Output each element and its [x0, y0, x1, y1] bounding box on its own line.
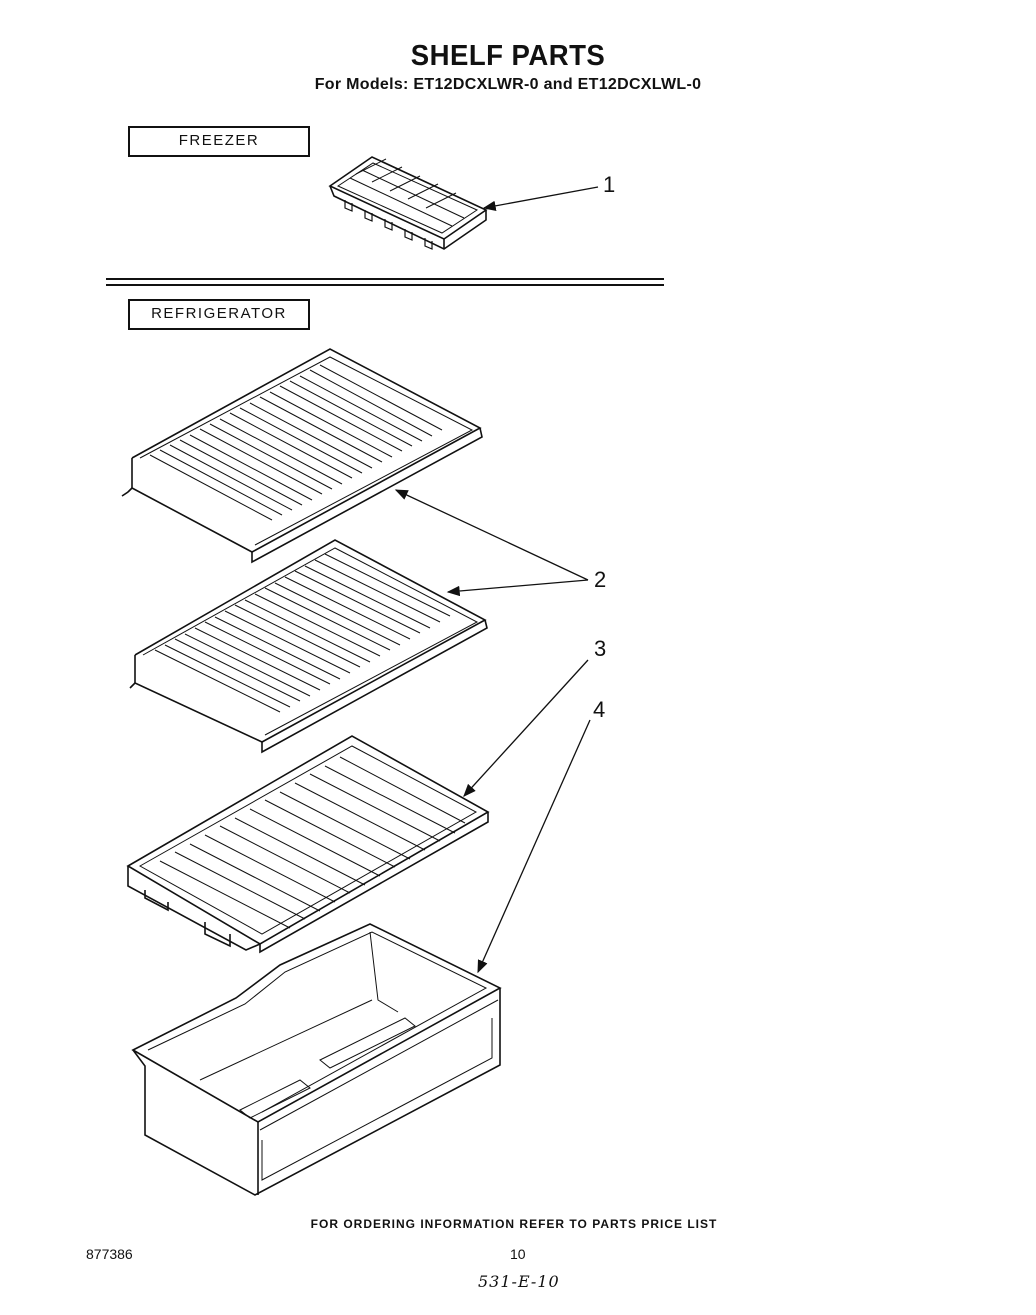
ordering-note: FOR ORDERING INFORMATION REFER TO PARTS … [310, 1217, 718, 1231]
callout-3: 3 [594, 636, 607, 661]
page-number: 10 [510, 1246, 526, 1262]
callout-1: 1 [603, 172, 616, 197]
crisper-pan [131, 923, 502, 1196]
refrigerator-section-label: REFRIGERATOR [128, 299, 310, 330]
page-title: SHELF PARTS [410, 40, 606, 72]
crisper-cover [126, 735, 490, 954]
handwritten-code: 531-E-10 [478, 1272, 560, 1291]
section-divider-top [106, 278, 664, 280]
section-divider-bottom [106, 284, 664, 286]
models-subtitle: For Models: ET12DCXLWR-0 and ET12DCXLWL-… [314, 76, 702, 93]
callout-4: 4 [593, 697, 606, 722]
freezer-section-label: FREEZER [128, 126, 310, 157]
document-number: 877386 [86, 1246, 133, 1262]
wire-shelf-lower [129, 539, 488, 754]
ice-cube-tray [328, 156, 488, 250]
callout-leaders [394, 186, 599, 974]
wire-shelf-upper [121, 348, 483, 564]
callout-2: 2 [594, 567, 607, 592]
